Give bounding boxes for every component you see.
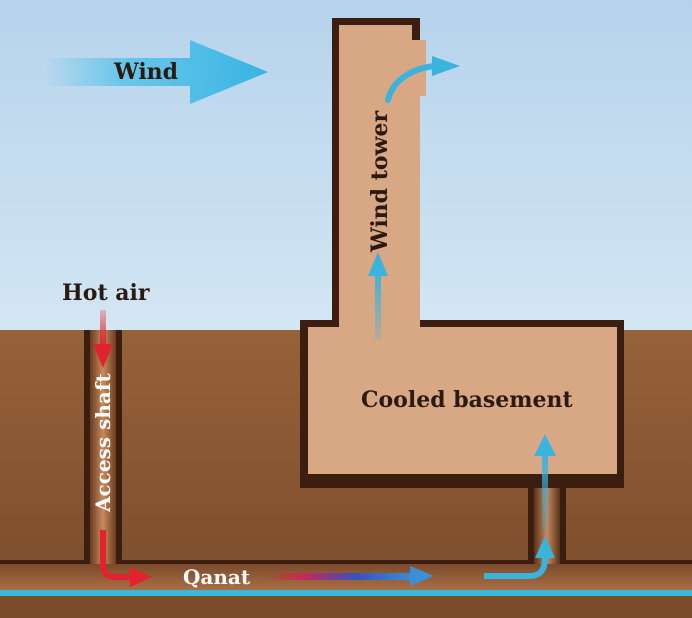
qanat-to-shaft-arrow xyxy=(484,536,555,579)
access-shaft xyxy=(84,330,122,564)
qanat-water xyxy=(0,590,692,596)
wind-label: Wind xyxy=(113,59,178,85)
tower-updraft-arrow xyxy=(368,252,388,340)
wind-tower-interior xyxy=(308,25,617,474)
cooled-basement-label: Cooled basement xyxy=(361,387,574,413)
hot-air-turn-arrow xyxy=(100,530,152,587)
qanat-label: Qanat xyxy=(183,565,251,589)
wind-arrow xyxy=(45,40,268,104)
tower-outflow-arrow xyxy=(385,56,460,103)
qanat-flow-arrow xyxy=(268,566,434,586)
hot-air-label: Hot air xyxy=(62,280,150,306)
access-shaft-label: Access shaft xyxy=(91,373,115,513)
wind-tower-label: Wind tower xyxy=(367,111,393,253)
hot-air-down-arrow xyxy=(93,310,113,368)
basement-inflow-arrow xyxy=(534,434,556,530)
